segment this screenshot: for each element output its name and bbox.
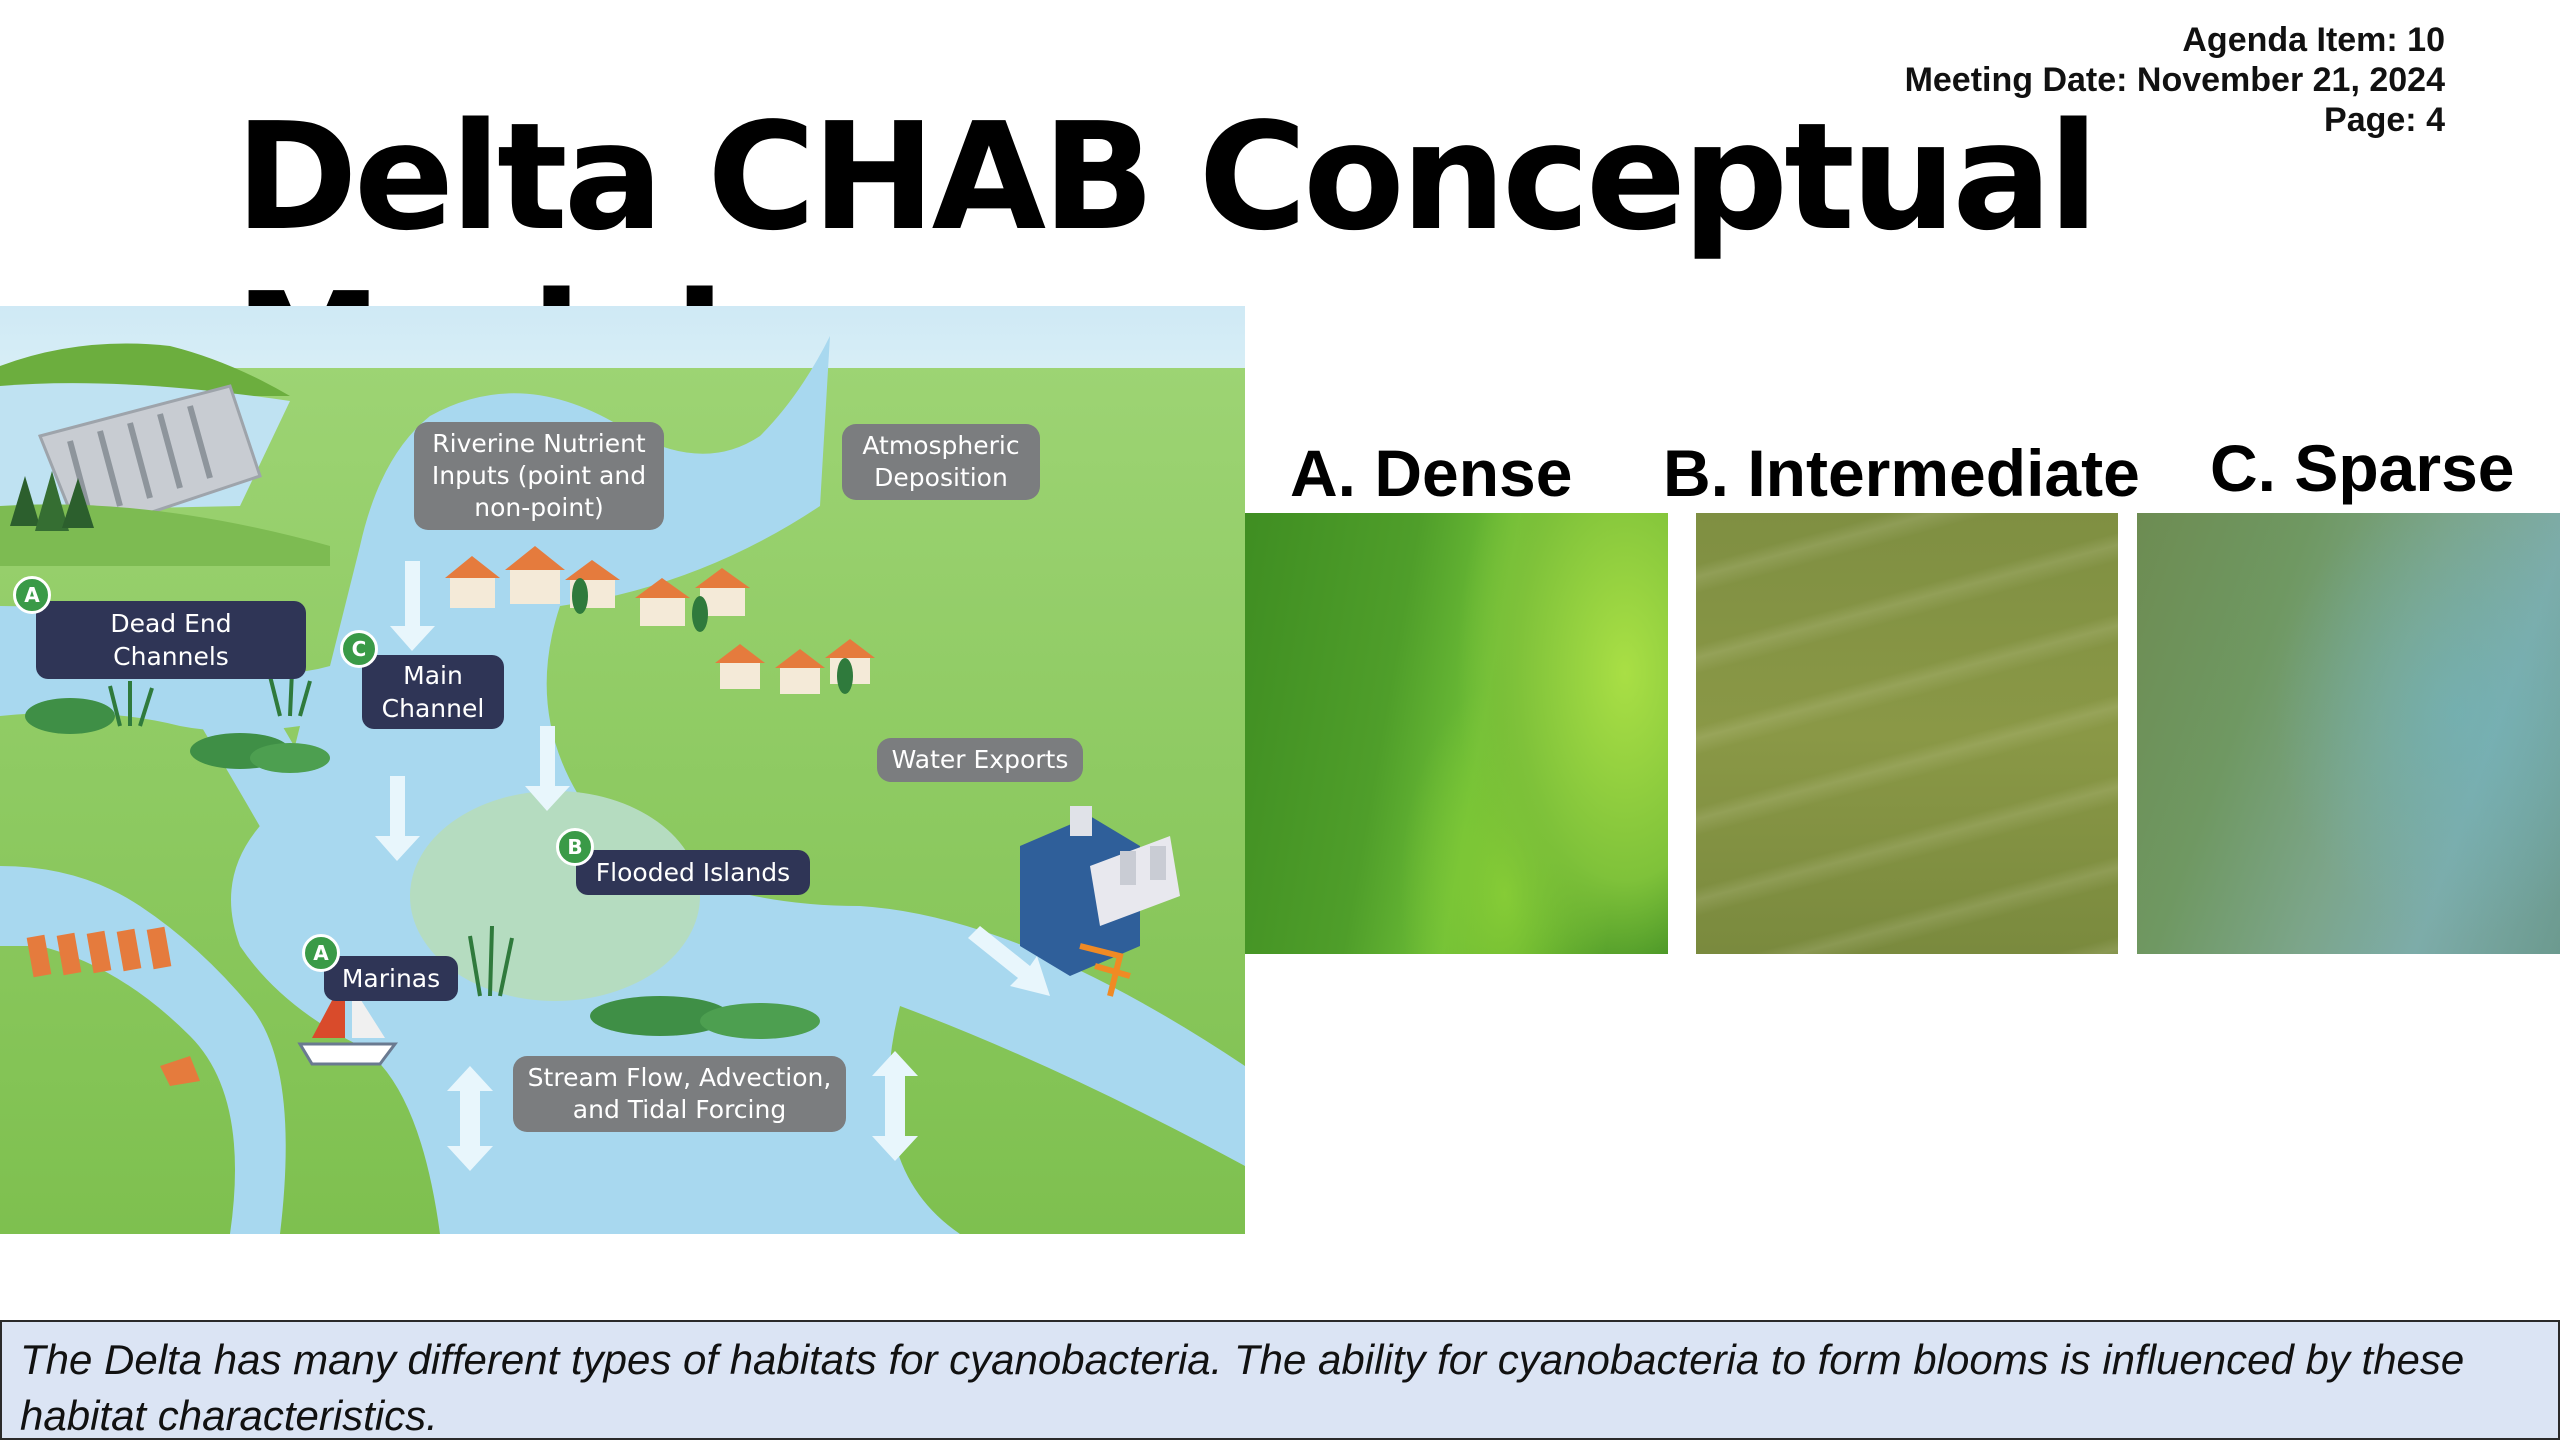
- main-channel-label: Main Channel: [362, 655, 504, 729]
- badge-dead-end-channels: A: [13, 576, 51, 614]
- vegetation-icon: [25, 670, 820, 1039]
- dead-end-channels-label: Dead End Channels: [36, 601, 306, 679]
- conceptual-model-diagram: Riverine Nutrient Inputs (point and non-…: [0, 306, 1245, 1234]
- page-number: Page: 4: [2324, 101, 2445, 139]
- badge-flooded-islands: B: [556, 828, 594, 866]
- dam-icon: [0, 343, 330, 566]
- caption-dense: A. Dense: [1290, 436, 1573, 510]
- water-export-facility-icon: [1020, 806, 1180, 997]
- atmospheric-deposition-callout: Atmospheric Deposition: [842, 424, 1040, 500]
- water-exports-callout: Water Exports: [877, 738, 1083, 782]
- agenda-item: Agenda Item: 10: [2182, 21, 2445, 59]
- trees-icon: [10, 471, 94, 531]
- footer-text: The Delta has many different types of ha…: [20, 1336, 2465, 1439]
- houses-icon: [445, 546, 875, 694]
- badge-main-channel: C: [340, 630, 378, 668]
- riverine-nutrient-inputs-callout: Riverine Nutrient Inputs (point and non-…: [414, 422, 664, 530]
- caption-intermediate: B. Intermediate: [1663, 436, 2140, 510]
- badge-marinas: A: [302, 934, 340, 972]
- meeting-date: Meeting Date: November 21, 2024: [1904, 61, 2445, 99]
- photo-intermediate-bloom: [1696, 513, 2118, 954]
- photo-dense-bloom: [1245, 513, 1668, 954]
- photo-sparse-bloom: [2137, 513, 2560, 954]
- river-system: [0, 336, 1245, 1234]
- flooded-islands-label: Flooded Islands: [576, 850, 810, 895]
- agenda-block: Agenda Item: 10 Meeting Date: November 2…: [1905, 20, 2445, 140]
- footer-box: The Delta has many different types of ha…: [0, 1320, 2560, 1440]
- marina-icon: [26, 926, 200, 1086]
- flooded-island-area: [410, 791, 700, 1001]
- flow-arrows: [375, 561, 1050, 1171]
- caption-sparse: C. Sparse: [2210, 431, 2515, 505]
- stream-flow-callout: Stream Flow, Advection, and Tidal Forcin…: [513, 1056, 846, 1132]
- marinas-label: Marinas: [324, 956, 458, 1001]
